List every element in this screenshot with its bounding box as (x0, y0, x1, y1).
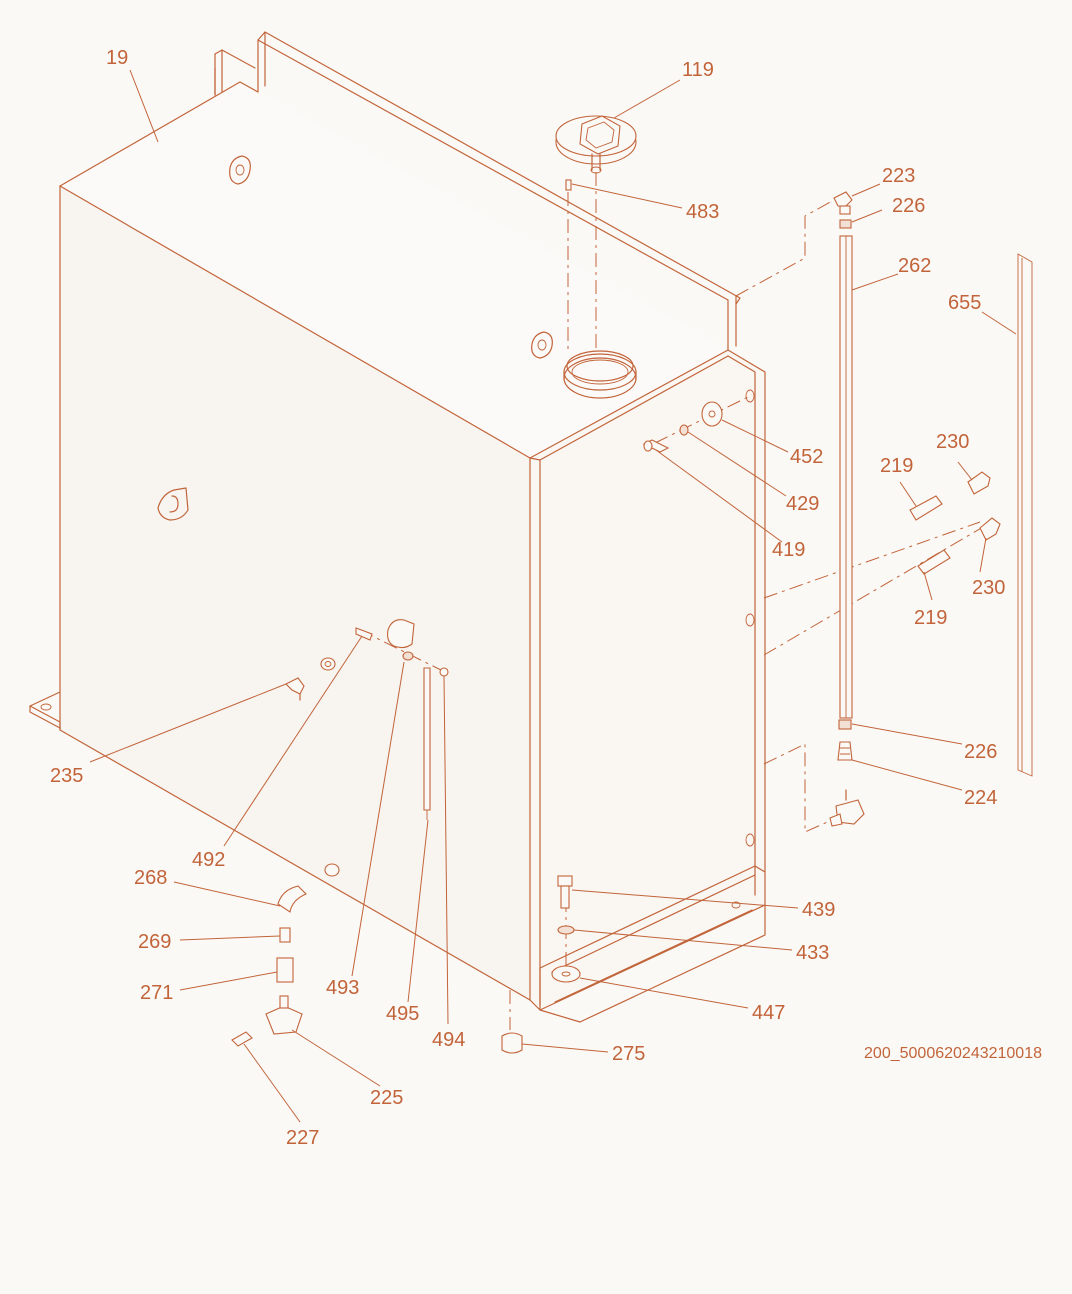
callout-223: 223 (882, 165, 915, 187)
fitting-219-lower-icon (917, 549, 951, 575)
callout-452: 452 (790, 446, 823, 468)
sight-gauge-assembly (829, 191, 865, 827)
bolt-419-icon (642, 439, 670, 453)
fitting-230-lower-icon (979, 517, 1001, 541)
washer-452-icon (701, 401, 723, 427)
callout-235: 235 (50, 765, 83, 787)
washer-429-icon (679, 424, 689, 436)
callout-262: 262 (898, 255, 931, 277)
callout-655: 655 (948, 292, 981, 314)
callout-439: 439 (802, 899, 835, 921)
fitting-219-upper-icon (909, 495, 943, 521)
callout-433: 433 (796, 942, 829, 964)
fuel-tank-body (29, 31, 766, 1023)
callout-224: 224 (964, 787, 997, 809)
callout-labels: 19 119 223 226 483 262 655 452 429 419 2… (50, 47, 1005, 1149)
callout-219-lower: 219 (914, 607, 947, 629)
callout-226-bottom: 226 (964, 741, 997, 763)
callout-230-upper: 230 (936, 431, 969, 453)
mounting-slot-icon (229, 155, 251, 185)
callout-492: 492 (192, 849, 225, 871)
callout-271: 271 (140, 982, 173, 1004)
callout-493: 493 (326, 977, 359, 999)
level-strip-icon (1017, 253, 1033, 777)
foot-275-icon (501, 1032, 523, 1054)
callout-19: 19 (106, 47, 128, 69)
bolt-439-icon (557, 875, 573, 909)
fitting-230-upper-icon (967, 471, 991, 495)
callout-429: 429 (786, 493, 819, 515)
callout-495: 495 (386, 1003, 419, 1025)
callout-219-upper: 219 (880, 455, 913, 477)
callout-494: 494 (432, 1029, 465, 1051)
mounting-slot-icon (531, 331, 553, 359)
screw-227-icon (231, 1031, 253, 1047)
callout-447: 447 (752, 1002, 785, 1024)
callout-419: 419 (772, 539, 805, 561)
clamp-492-icon (355, 627, 373, 641)
nipple-269-icon (279, 927, 291, 943)
coupling-271-icon (276, 957, 294, 983)
callout-119: 119 (682, 59, 714, 81)
callout-226-top: 226 (892, 195, 925, 217)
callout-225: 225 (370, 1087, 403, 1109)
callout-483: 483 (686, 201, 719, 223)
cable-495-icon (423, 667, 431, 820)
filler-cap-icon (555, 115, 637, 191)
clip-493-icon (387, 619, 415, 661)
drain-valve-225-icon (265, 995, 303, 1035)
elbow-268-icon (277, 863, 340, 913)
filler-neck-icon (563, 350, 637, 399)
callout-230-lower: 230 (972, 577, 1005, 599)
callout-275: 275 (612, 1043, 645, 1065)
washer-447-icon (551, 965, 581, 983)
callout-227: 227 (286, 1127, 319, 1149)
callout-269: 269 (138, 931, 171, 953)
washer-433-icon (557, 925, 575, 935)
callout-268: 268 (134, 867, 167, 889)
leader-lines (89, 69, 1017, 1123)
ring-494-icon (439, 667, 449, 677)
fitting-235-icon (285, 657, 336, 701)
drawing-id: 200_5000620243210018 (864, 1045, 1042, 1062)
hook-bracket-icon (157, 487, 189, 521)
